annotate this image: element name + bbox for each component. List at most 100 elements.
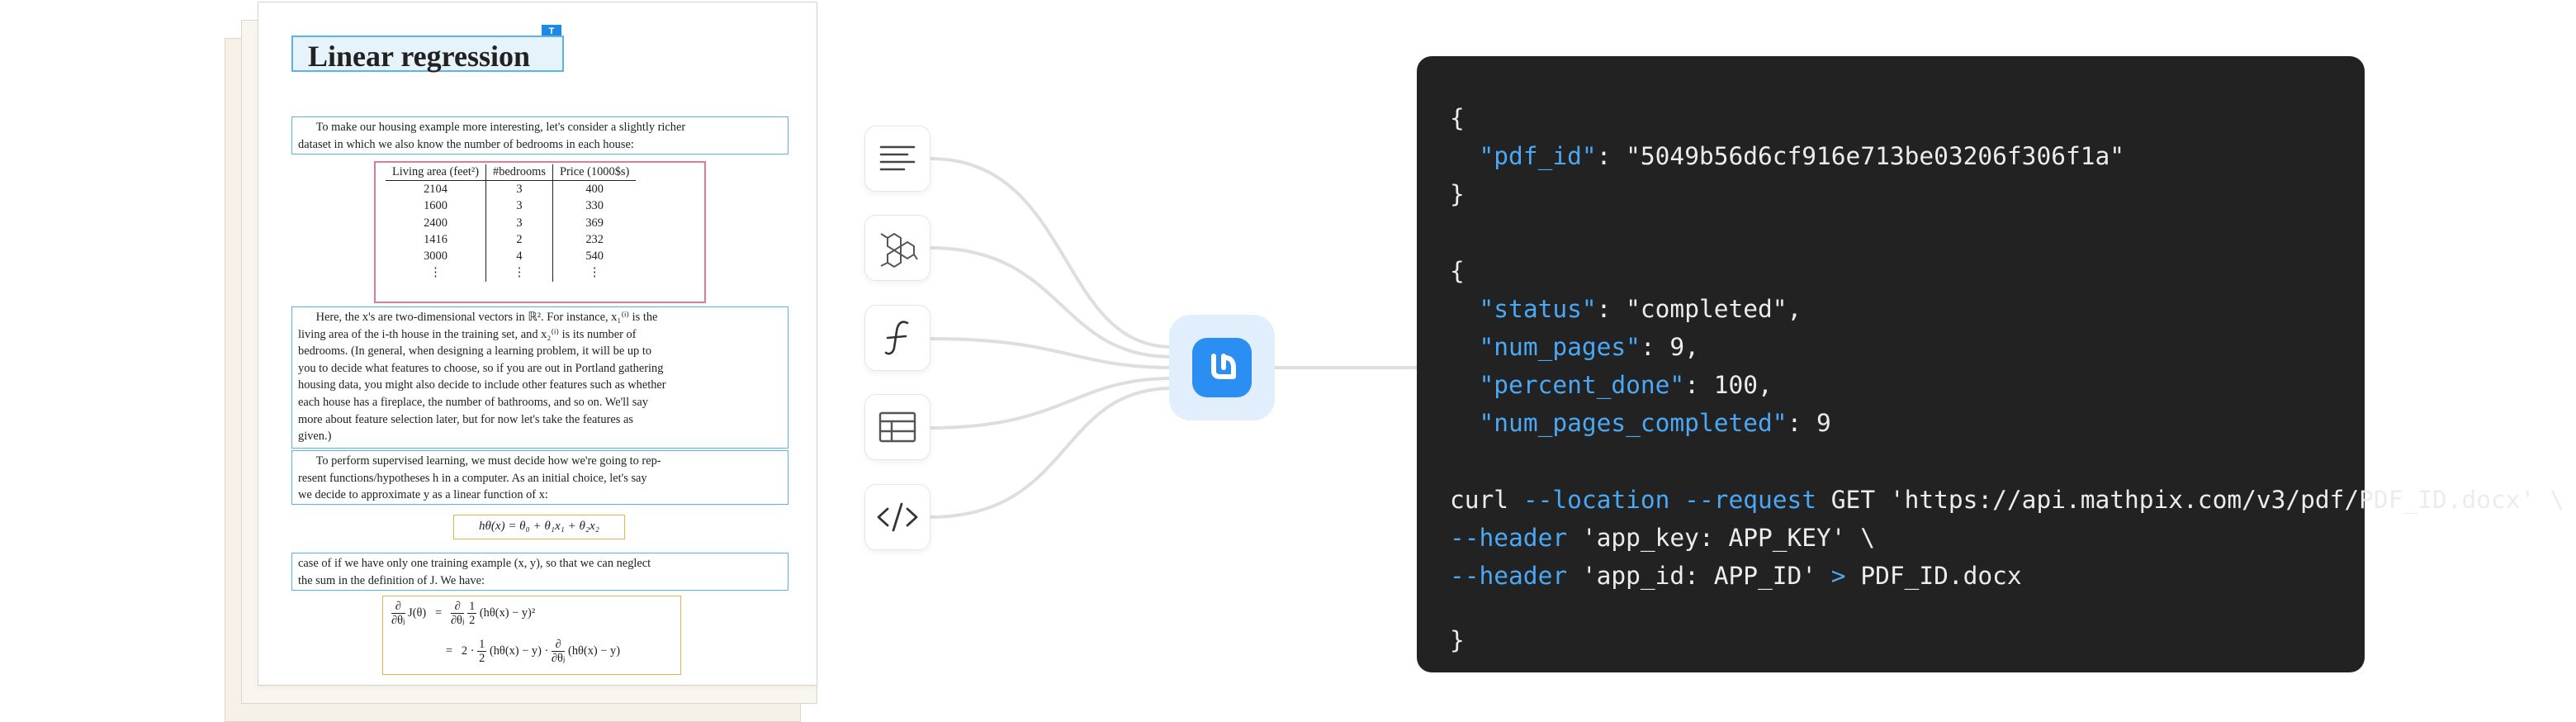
json-value: : 9, — [1640, 333, 1699, 361]
document-title: Linear regression — [308, 40, 530, 73]
paragraph-line: To perform supervised learning, we must … — [315, 454, 661, 468]
mathpix-logo-mark — [1192, 338, 1252, 397]
title-box: Linear regression — [291, 36, 564, 73]
code-panel: { "pdf_id": "5049b56d6cf916e713be03206f3… — [1417, 56, 2564, 672]
table-cell: 232 — [585, 232, 604, 246]
paragraph-line: you to decide what features to choose, s… — [298, 361, 664, 375]
table-header: #bedrooms — [485, 164, 553, 181]
table-cell: 330 — [585, 199, 604, 213]
equation-line-1: ∂ ∂θⱼ J(θ) = ∂ ∂θⱼ 1 2 (hθ(x) − y)² — [391, 600, 536, 627]
curl-flags: --header — [1450, 562, 1568, 590]
title-tag-badge: T — [542, 25, 561, 38]
json-key: "status" — [1479, 295, 1597, 323]
curl-header-line: --header 'app_id: APP_ID' > PDF_ID.docx — [1450, 562, 2022, 590]
connector-line — [929, 387, 1173, 519]
hypothesis-equation: hθ(x) = θ₀ + θ₁x₁ + θ₂x₂ — [453, 515, 625, 539]
json-value: : 100, — [1684, 371, 1773, 399]
derivative-equation: ∂ ∂θⱼ J(θ) = ∂ ∂θⱼ 1 2 (hθ(x) − y)² = 2 … — [382, 596, 681, 675]
table-header: Living area (feet²) — [386, 164, 486, 181]
table-icon[interactable] — [864, 394, 930, 460]
document-page: T Linear regression To make our housing … — [258, 2, 817, 686]
connector-line — [929, 377, 1173, 430]
hypothesis-paragraph: To perform supervised learning, we must … — [291, 450, 788, 505]
table-cell: 1600 — [386, 197, 486, 215]
json-key: "pdf_id" — [1479, 142, 1597, 170]
text-lines-icon[interactable] — [864, 126, 930, 192]
paragraph-line: given.) — [298, 430, 332, 444]
table-cell: 3 — [485, 197, 553, 215]
code-brace: { — [1450, 104, 1465, 132]
code-brace: } — [1450, 180, 1465, 208]
paragraph-line: more about feature selection later, but … — [298, 412, 633, 426]
table-cell: 540 — [585, 249, 604, 264]
table-cell: 1416 — [386, 230, 486, 249]
code-brackets-icon[interactable] — [864, 484, 930, 550]
intro-line: dataset in which we also know the number… — [298, 137, 634, 151]
table-cell: 3 — [485, 214, 553, 231]
table-row: 1600 3 330 — [386, 197, 636, 215]
chemistry-structure-icon[interactable] — [864, 215, 930, 281]
code-brace: { — [1450, 257, 1465, 285]
json-value: : "completed", — [1596, 295, 1802, 323]
code-line-percent-done: "percent_done": 100, — [1450, 371, 1773, 399]
intro-line: To make our housing example more interes… — [315, 121, 686, 134]
mathpix-logo-icon[interactable] — [1169, 315, 1275, 420]
paragraph-line: we decide to approximate y as a linear f… — [298, 488, 548, 502]
table-cell: 2 — [485, 230, 553, 249]
intro-paragraph: To make our housing example more interes… — [291, 116, 788, 154]
table-header-row: Living area (feet²) #bedrooms Price (100… — [386, 164, 637, 181]
partial-fraction: ∂ ∂θⱼ — [551, 638, 566, 665]
table-cell: 2104 — [386, 180, 486, 198]
curl-flags: --location --request — [1522, 486, 1817, 514]
json-key: "num_pages" — [1479, 333, 1641, 361]
code-line-status: "status": "completed", — [1450, 295, 1802, 323]
json-key: "percent_done" — [1479, 371, 1685, 399]
paragraph-line: case of if we have only one training exa… — [298, 557, 651, 570]
half-fraction: 1 2 — [467, 600, 477, 627]
code-line-pages-completed: "num_pages_completed": 9 — [1450, 409, 1831, 437]
table-cell: ⋮ — [386, 264, 486, 282]
connector-line — [929, 337, 1173, 369]
paragraph-line: housing data, you might also decide to i… — [298, 378, 666, 392]
json-key: "num_pages_completed" — [1479, 409, 1788, 437]
connector-line — [929, 157, 1173, 349]
paragraph-line: bedrooms. (In general, when designing a … — [298, 344, 652, 359]
table-row: 1416 2 232 — [386, 230, 636, 249]
paragraph-line: living area of the i-th house in the tra… — [298, 327, 637, 341]
equation-line-2: = 2 · 1 2 (hθ(x) − y) · ∂ ∂θⱼ (hθ(x) − y… — [446, 638, 621, 665]
code-line-pdf-id: "pdf_id": "5049b56d6cf916e713be03206f306… — [1450, 142, 2124, 170]
table-cell: 3000 — [386, 248, 486, 265]
table-row: 2104 3 400 — [386, 180, 636, 198]
table-cell: ⋮ — [485, 264, 553, 282]
paragraph-line: the sum in the definition of J. We have: — [298, 573, 485, 587]
math-function-icon[interactable] — [864, 305, 930, 371]
table-cell: 2400 — [386, 214, 486, 231]
table-row: 2400 3 369 — [386, 214, 636, 231]
table-cell: 4 — [485, 248, 553, 265]
json-value: : "5049b56d6cf916e713be03206f306f1a" — [1596, 142, 2125, 170]
table-cell: 400 — [585, 183, 604, 196]
table-cell: 3 — [485, 180, 553, 198]
paragraph-line: each house has a fireplace, the number o… — [298, 395, 648, 409]
connector-line — [929, 246, 1173, 359]
partial-fraction: ∂ ∂θⱼ — [391, 600, 405, 627]
code-line-num-pages: "num_pages": 9, — [1450, 333, 1699, 361]
table-row: ⋮ ⋮ ⋮ — [386, 264, 636, 282]
curl-command-line: curl --location --request GET 'https://a… — [1450, 486, 2564, 514]
table-row: 3000 4 540 — [386, 248, 636, 265]
training-example-paragraph: case of if we have only one training exa… — [291, 553, 788, 591]
curl-flags: --header — [1450, 524, 1568, 552]
table-header: Price (1000$s) — [552, 164, 637, 181]
half-fraction: 1 2 — [477, 638, 487, 665]
json-value: : 9 — [1787, 409, 1831, 437]
paragraph-line: Here, the x's are two-dimensional vector… — [315, 311, 658, 324]
table-cell: 369 — [585, 216, 604, 230]
partial-fraction: ∂ ∂θⱼ — [450, 600, 465, 627]
features-paragraph: Here, the x's are two-dimensional vector… — [291, 306, 788, 449]
table-cell: ⋮ — [588, 266, 601, 280]
curl-header-line: --header 'app_key: APP_KEY' \ — [1450, 524, 1876, 552]
curl-redirect: > — [1830, 562, 1846, 590]
data-table-box: Living area (feet²) #bedrooms Price (100… — [374, 161, 706, 303]
housing-table: Living area (feet²) #bedrooms Price (100… — [386, 164, 637, 282]
